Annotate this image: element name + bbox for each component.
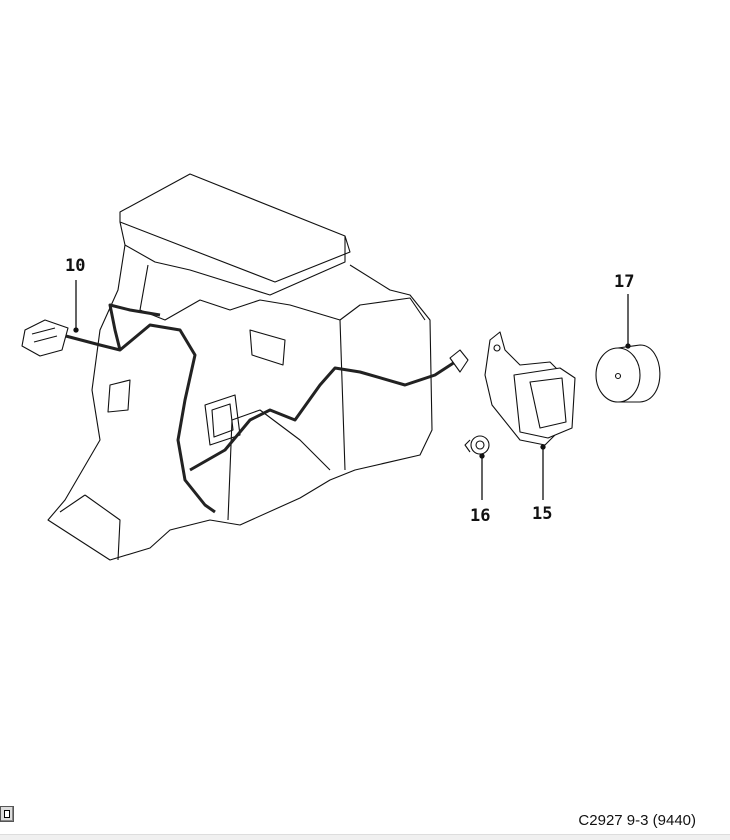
part-17-filter — [595, 344, 661, 403]
leader-lines — [73, 280, 631, 500]
callout-16: 16 — [470, 506, 491, 526]
heater-housing — [47, 173, 433, 561]
fit-view-button[interactable] — [0, 806, 14, 822]
connector — [21, 319, 469, 373]
part-16-screw — [464, 435, 490, 455]
callout-17: 17 — [614, 272, 635, 292]
callout-10: 10 — [65, 256, 86, 276]
diagram-caption: C2927 9-3 (9440) — [578, 812, 696, 829]
callout-15: 15 — [532, 504, 553, 524]
fit-view-icon — [4, 810, 10, 818]
part-15-duct — [484, 331, 576, 446]
wiring-harness — [61, 303, 456, 514]
bottom-scrollbar[interactable] — [0, 834, 730, 840]
